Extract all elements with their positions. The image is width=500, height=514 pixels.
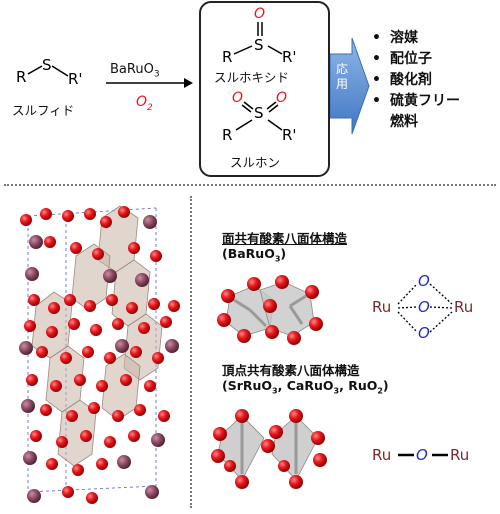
atom-s: S (254, 36, 264, 54)
sulfoxide-label: スルホキシド (214, 70, 290, 85)
corner-sharing-octahedra-illustration (211, 409, 327, 489)
atom-r: R (222, 48, 232, 64)
atom-ru: Ru (372, 446, 391, 464)
sulfone-structure: S O O R R' (222, 90, 297, 144)
atom-s: S (254, 104, 264, 122)
atom-ru: Ru (454, 298, 473, 316)
sulfoxide-structure: O S R R' (222, 6, 297, 64)
atom-o: O (418, 298, 430, 316)
sulfone-label: スルホン (230, 155, 281, 170)
atom-o: O (416, 446, 428, 464)
products-box (199, 1, 330, 177)
application-arrow (330, 37, 370, 135)
reaction-arrow (106, 78, 193, 88)
atom-r: R (16, 68, 26, 86)
list-item: •配位子 (372, 51, 432, 67)
face-sharing-octahedra-illustration (217, 275, 323, 345)
atom-r-prime: R' (68, 70, 83, 88)
atom-o: O (254, 6, 265, 22)
application-list: •溶媒 •配位子 •酸化剤 •硫黄フリー 燃料 (372, 28, 460, 133)
list-item: •酸化剤 (372, 72, 432, 88)
vertical-divider (190, 196, 192, 508)
oxidant-label: O2 (136, 94, 153, 113)
atom-r-prime: R' (282, 126, 297, 144)
atom-s: S (42, 56, 52, 74)
atom-o: O (418, 272, 430, 290)
atom-o: O (418, 324, 430, 342)
horizontal-divider (4, 184, 496, 186)
atom-ru: Ru (372, 298, 391, 316)
list-item: 燃料 (390, 114, 418, 130)
sulfide-structure: R S R' (16, 56, 83, 88)
list-item: •硫黄フリー (372, 93, 460, 109)
corner-sharing-title: 頂点共有酸素八面体構造 (222, 363, 360, 378)
face-sharing-schematic: Ru Ru O O O (372, 272, 473, 342)
list-item: •溶媒 (372, 30, 418, 46)
corner-sharing-schematic: Ru O Ru (372, 446, 469, 464)
crystal-structure-illustration (19, 205, 180, 504)
atom-r-prime: R' (282, 48, 297, 64)
reagent-label: BaRuO3 (110, 62, 160, 80)
face-sharing-compound: (BaRuO3) (222, 246, 287, 264)
corner-sharing-compounds: (SrRuO3, CaRuO3, RuO2) (222, 378, 389, 396)
face-sharing-title: 面共有酸素八面体構造 (222, 231, 348, 246)
atom-o: O (276, 90, 287, 106)
sulfide-label: スルフィド (12, 103, 75, 118)
atom-o: O (232, 90, 243, 106)
application-arrow-label: 応用 (335, 62, 348, 91)
atom-r: R (222, 126, 232, 144)
atom-ru: Ru (450, 446, 469, 464)
